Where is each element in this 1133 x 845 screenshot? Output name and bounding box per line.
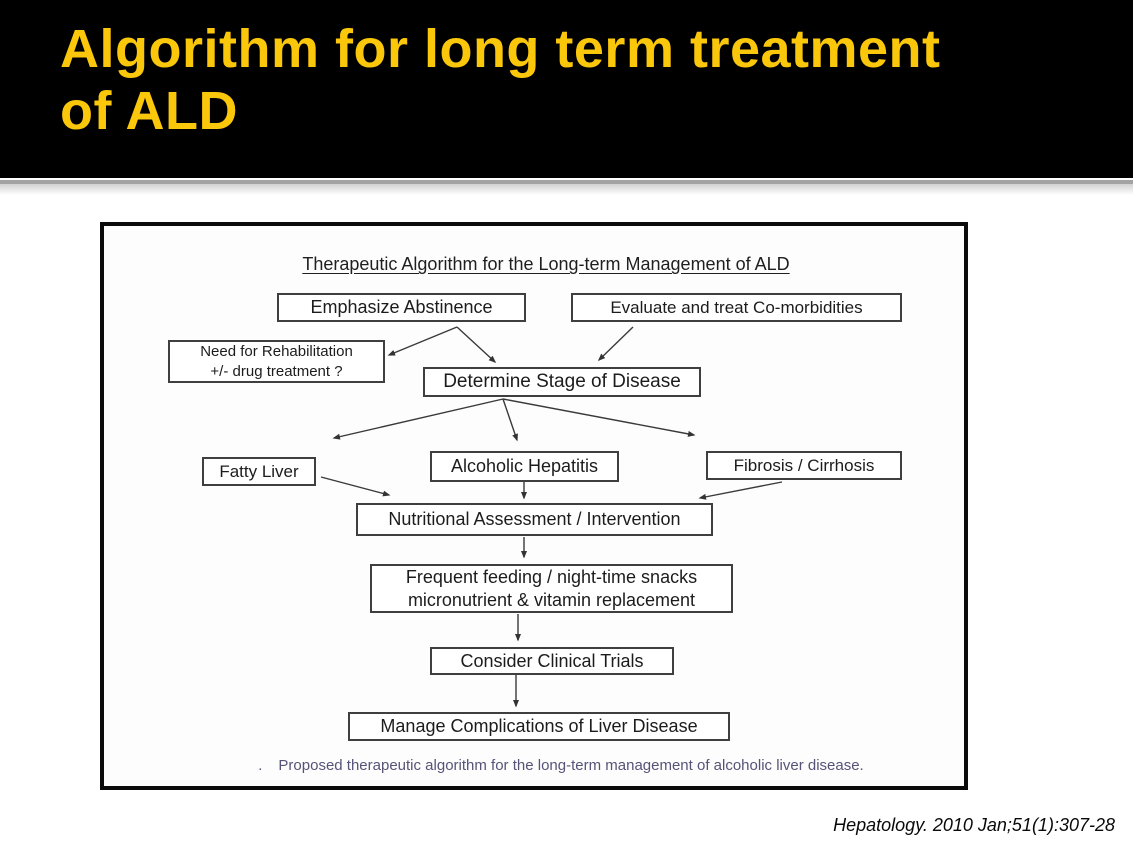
node-determine-stage: Determine Stage of Disease [423, 367, 701, 397]
slide-title: Algorithm for long term treatment of ALD [60, 18, 941, 142]
arrow-emphasize-to-determine [456, 326, 497, 364]
node-manage-complications: Manage Complications of Liver Disease [348, 712, 730, 741]
slide-header: Algorithm for long term treatment of ALD [0, 0, 1133, 178]
node-emphasize-abstinence: Emphasize Abstinence [277, 293, 526, 322]
arrow-fatty-to-nutrition [320, 476, 391, 497]
citation-text: Hepatology. 2010 Jan;51(1):307-28 [833, 815, 1115, 835]
header-divider-shadow [0, 184, 1133, 195]
node-label-line-2: +/- drug treatment ? [210, 362, 343, 380]
node-label: Fibrosis / Cirrhosis [733, 455, 875, 475]
flow-arrows [320, 326, 783, 708]
node-label: Evaluate and treat Co-morbidities [610, 297, 863, 317]
node-label: Determine Stage of Disease [443, 371, 681, 393]
node-evaluate-comorbidities: Evaluate and treat Co-morbidities [571, 293, 902, 322]
arrow-determine-to-fibrosis [502, 398, 696, 437]
node-label: Fatty Liver [219, 461, 299, 481]
arrow-evaluate-to-determine [597, 326, 634, 362]
slide-title-line-2: of ALD [60, 81, 238, 141]
node-label: Emphasize Abstinence [310, 297, 493, 318]
node-alcoholic-hepatitis: Alcoholic Hepatitis [430, 451, 619, 482]
node-need-for-rehabilitation: Need for Rehabilitation +/- drug treatme… [168, 340, 385, 383]
node-label-line-1: Frequent feeding / night-time snacks [405, 566, 698, 587]
node-label: Manage Complications of Liver Disease [380, 716, 698, 737]
figure-caption-text: Proposed therapeutic algorithm for the l… [278, 757, 864, 774]
arrow-determine-to-fatty [332, 398, 504, 440]
figure-caption: . Proposed therapeutic algorithm for the … [131, 757, 991, 774]
algorithm-figure: Therapeutic Algorithm for the Long-term … [100, 222, 968, 790]
node-nutritional-assessment: Nutritional Assessment / Intervention [356, 503, 713, 536]
figure-title: Therapeutic Algorithm for the Long-term … [302, 254, 790, 274]
node-fatty-liver: Fatty Liver [202, 457, 316, 486]
node-label-line-2: micronutrient & vitamin replacement [407, 589, 696, 610]
node-label: Nutritional Assessment / Intervention [388, 509, 681, 530]
node-label-line-1: Need for Rehabilitation [200, 342, 353, 360]
arrow-determine-to-hepatitis [502, 398, 518, 442]
node-label: Consider Clinical Trials [460, 650, 644, 671]
node-fibrosis-cirrhosis: Fibrosis / Cirrhosis [706, 451, 902, 480]
slide-title-line-1: Algorithm for long term treatment [60, 19, 941, 79]
arrow-emphasize-to-rehab [387, 326, 458, 356]
node-label: Alcoholic Hepatitis [450, 456, 599, 477]
header-divider [0, 180, 1133, 184]
node-frequent-feeding: Frequent feeding / night-time snacks mic… [370, 564, 733, 613]
figure-caption-prefix: . [258, 757, 263, 774]
arrow-fibrosis-to-nutrition [698, 481, 783, 500]
node-consider-clinical-trials: Consider Clinical Trials [430, 647, 674, 675]
